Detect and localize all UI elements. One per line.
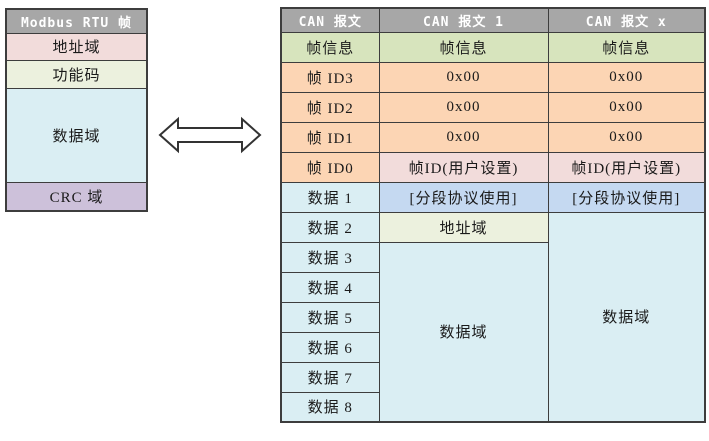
cell-function-code: 功能码 xyxy=(5,59,148,89)
cell-address-field: 地址域 xyxy=(5,32,148,61)
table-row: 数据 5 xyxy=(280,301,705,333)
cell-frame-id0-can1: 帧ID(用户设置) xyxy=(378,151,549,183)
table-row: 帧信息 帧信息 帧信息 xyxy=(280,31,706,63)
cell-data7-label: 数据 7 xyxy=(280,361,380,393)
table-row: CRC 域 xyxy=(5,181,148,212)
canx-col-header: CAN 报文 x xyxy=(547,7,706,33)
cell-frame-id0-label: 帧 ID0 xyxy=(280,151,380,183)
cell-data1-can1: [分段协议使用] xyxy=(378,181,549,213)
bidirectional-arrow-icon xyxy=(157,109,263,161)
table-row: 数据 3 数据域 xyxy=(280,241,705,423)
cell-data-field-canx: 数据域 xyxy=(547,211,706,423)
cell-data8-label: 数据 8 xyxy=(280,391,380,423)
cell-frame-id2-canx: 0x00 xyxy=(547,91,706,123)
cell-data3-label: 数据 3 xyxy=(280,241,380,273)
table-row: 数据 6 xyxy=(280,331,705,363)
cell-frame-id1-label: 帧 ID1 xyxy=(280,121,380,153)
modbus-table-header: Modbus RTU 帧 xyxy=(5,8,148,34)
cell-data1-label: 数据 1 xyxy=(280,181,380,213)
cell-data1-canx: [分段协议使用] xyxy=(547,181,706,213)
cell-data-field-can1: 数据域 xyxy=(378,241,549,423)
cell-data2-label: 数据 2 xyxy=(280,211,380,243)
table-row: 帧 ID2 0x00 0x00 xyxy=(280,91,706,123)
cell-frame-id0-canx: 帧ID(用户设置) xyxy=(547,151,706,183)
cell-data-field: 数据域 xyxy=(5,87,148,183)
cell-frame-id2-can1: 0x00 xyxy=(378,91,549,123)
cell-data4-label: 数据 4 xyxy=(280,271,380,303)
table-row: 地址域 xyxy=(5,32,148,61)
table-row: 帧 ID0 帧ID(用户设置) 帧ID(用户设置) xyxy=(280,151,706,183)
cell-data6-label: 数据 6 xyxy=(280,331,380,363)
can-col-header: CAN 报文 xyxy=(280,7,380,33)
cell-frame-id3-label: 帧 ID3 xyxy=(280,61,380,93)
cell-frame-info-canx: 帧信息 xyxy=(547,31,706,63)
cell-crc-field: CRC 域 xyxy=(5,181,148,212)
modbus-rtu-frame-table: Modbus RTU 帧 地址域 功能码 数据域 CRC 域 xyxy=(5,8,148,212)
table-row: 数据 1 [分段协议使用] [分段协议使用] xyxy=(280,181,706,213)
can-message-table: CAN 报文 CAN 报文 1 CAN 报文 x 帧信息 帧信息 帧信息 帧 I… xyxy=(280,7,706,423)
cell-frame-info-label: 帧信息 xyxy=(280,31,380,63)
cell-data5-label: 数据 5 xyxy=(280,301,380,333)
cell-frame-id2-label: 帧 ID2 xyxy=(280,91,380,123)
can1-col-header: CAN 报文 1 xyxy=(378,7,549,33)
table-row: 帧 ID3 0x00 0x00 xyxy=(280,61,706,93)
table-row: 数据 7 xyxy=(280,361,705,393)
table-row: Modbus RTU 帧 xyxy=(5,8,148,34)
cell-frame-id1-can1: 0x00 xyxy=(378,121,549,153)
table-row: 功能码 xyxy=(5,59,148,89)
table-row: CAN 报文 CAN 报文 1 CAN 报文 x xyxy=(280,7,706,33)
table-row: 帧 ID1 0x00 0x00 xyxy=(280,121,706,153)
table-row: 数据 2 地址域 数据域 xyxy=(280,211,706,423)
cell-frame-info-can1: 帧信息 xyxy=(378,31,549,63)
cell-frame-id3-can1: 0x00 xyxy=(378,61,549,93)
cell-frame-id1-canx: 0x00 xyxy=(547,121,706,153)
cell-frame-id3-canx: 0x00 xyxy=(547,61,706,93)
cell-address-field-can1: 地址域 xyxy=(378,211,549,243)
table-row: 数据域 xyxy=(5,87,148,183)
table-row: 数据 8 xyxy=(280,391,705,423)
